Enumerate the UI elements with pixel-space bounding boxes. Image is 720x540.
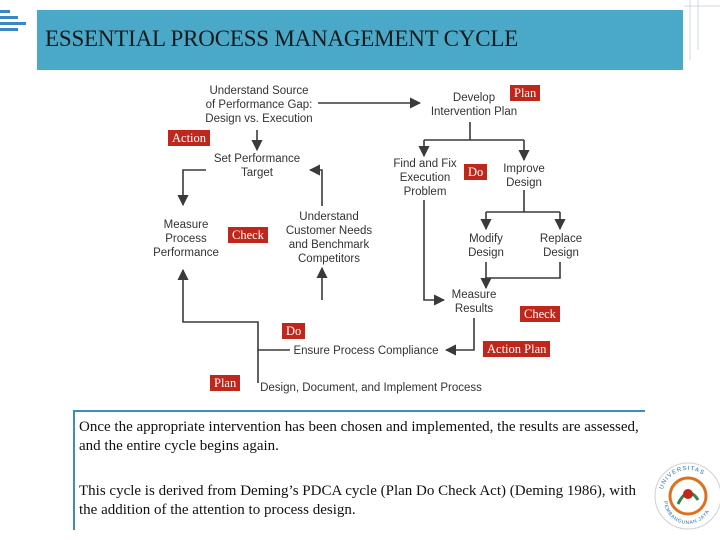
arrow-findfix-to-measure <box>423 200 446 306</box>
node-replace-design: Replace Design <box>539 233 583 259</box>
arrow-plan-split <box>424 122 524 141</box>
node-measure-process: Measure Process Performance <box>153 219 219 259</box>
node-understand-customer: Understand Customer Needs and Benchmark … <box>285 211 373 265</box>
tag-plan-top: Plan <box>510 85 541 101</box>
node-understand-source: Understand Source of Performance Gap: De… <box>205 85 313 125</box>
node-improve-design: Improve Design <box>503 163 545 189</box>
arrow-compliance-to-measure <box>177 268 290 351</box>
note-paragraph-1: Once the appropriate intervention has be… <box>79 419 639 454</box>
node-measure-results: Measure Results <box>451 289 497 315</box>
arrow-replace-to-measure <box>480 262 561 290</box>
node-design-document: Design, Document, and Implement Process <box>260 382 482 394</box>
node-set-target: Set Performance Target <box>213 153 301 179</box>
corner-decoration-left <box>0 0 28 60</box>
tag-action-plan: Action Plan <box>483 341 551 357</box>
tag-plan-bottom: Plan <box>210 375 241 391</box>
node-find-fix: Find and Fix Execution Problem <box>393 158 457 198</box>
page-title: ESSENTIAL PROCESS MANAGEMENT CYCLE <box>45 26 519 51</box>
diagram-arrows <box>177 97 566 383</box>
tag-action-top: Action <box>168 130 211 146</box>
notes-box: Once the appropriate intervention has be… <box>73 410 645 530</box>
tag-do-mid: Do <box>464 164 488 180</box>
process-cycle-diagram: Understand Source of Performance Gap: De… <box>153 85 583 394</box>
note-paragraph-2: This cycle is derived from Deming’s PDCA… <box>79 483 636 518</box>
tag-do-bottom: Do <box>282 323 306 339</box>
arrow-improve-split <box>486 190 560 213</box>
title-bar: ESSENTIAL PROCESS MANAGEMENT CYCLE <box>37 10 683 70</box>
corner-decoration-right <box>680 0 720 60</box>
university-seal-icon: UNIVERSITAS PEMBANGUNAN JAYA <box>652 460 720 532</box>
tag-check-right: Check <box>520 306 560 322</box>
node-ensure-compliance: Ensure Process Compliance <box>293 345 439 357</box>
arrow-target-loop <box>177 169 206 207</box>
node-modify-design: Modify Design <box>468 233 504 259</box>
arrow-customer-to-target <box>308 164 323 206</box>
node-develop-plan: Develop Intervention Plan <box>430 92 518 118</box>
tag-check-left: Check <box>228 227 268 243</box>
arrow-results-to-compliance <box>444 318 475 356</box>
